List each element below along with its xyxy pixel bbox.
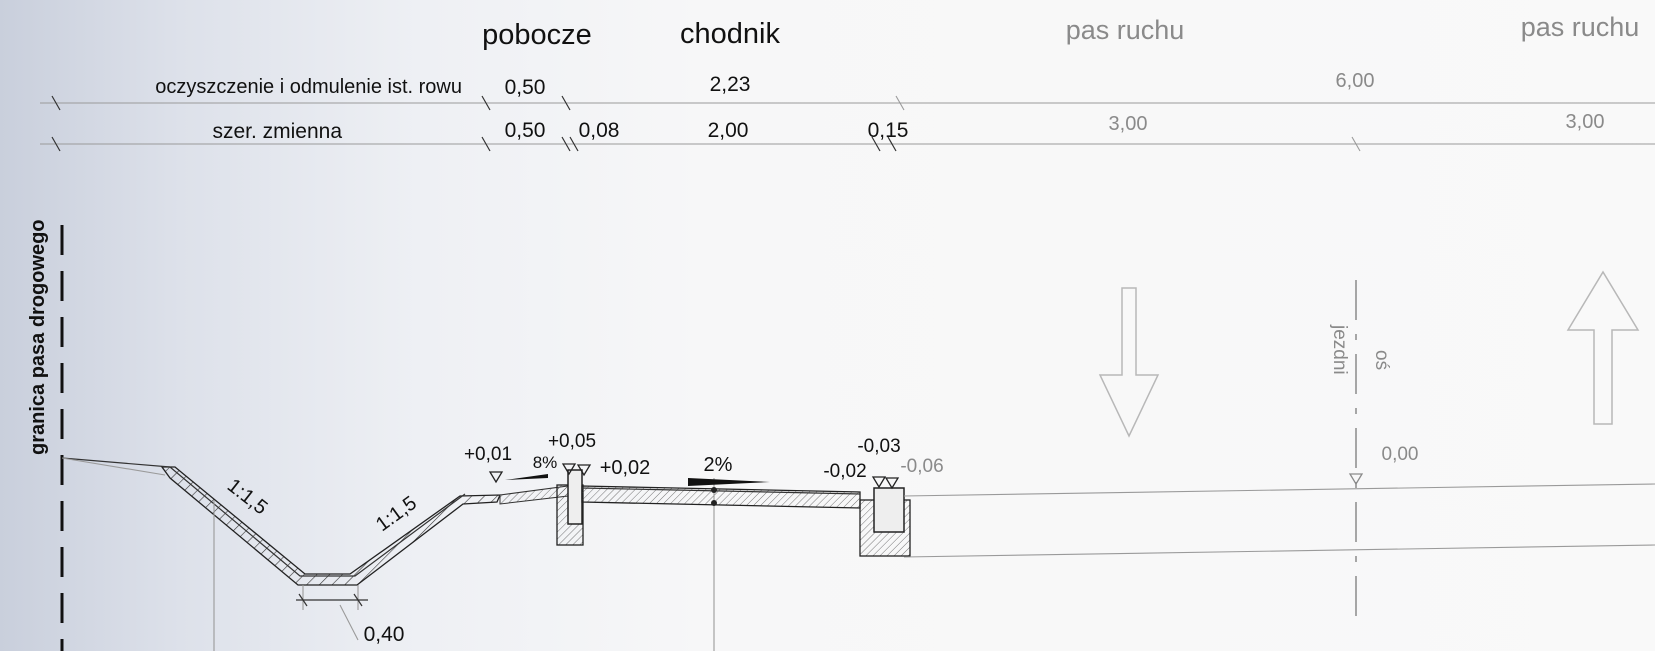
sidewalk-center-dot	[711, 500, 717, 506]
level-marker-icon	[561, 463, 577, 476]
level-marker-icon	[1348, 473, 1364, 486]
row1-value-pobocze: 0,50	[505, 76, 546, 99]
header-chodnik: chodnik	[680, 18, 780, 50]
level-label-plus002: +0,02	[600, 457, 651, 479]
roadway-surface	[903, 483, 1655, 497]
sidewalk-surface	[581, 487, 861, 495]
road-axis-label-jezdni: jezdni	[1329, 324, 1350, 375]
slope-label-8pct: 8%	[533, 453, 558, 472]
dimension-tick	[51, 95, 61, 111]
row1-value-chodnik: 2,23	[710, 73, 751, 96]
row2-value-1: 0,50	[505, 119, 546, 142]
sidewalk-center-dot	[711, 487, 717, 493]
dimension-tick	[871, 136, 881, 152]
slope-arrow-2-icon	[688, 478, 770, 486]
dimension-tick	[481, 95, 491, 111]
ditch-hatched-layer	[160, 466, 501, 586]
dimension-tick	[1351, 136, 1361, 152]
row2-value-2: 0,08	[579, 119, 620, 142]
dimension-tick	[895, 95, 905, 111]
header-pobocze: pobocze	[482, 19, 592, 51]
header-pas-ruchu-left: pas ruchu	[1066, 15, 1185, 45]
level-marker-icon	[576, 464, 592, 477]
header-pas-ruchu-right: pas ruchu	[1521, 12, 1640, 42]
level-label-minus003: -0,03	[857, 436, 900, 457]
road-axis-label-os: oś	[1371, 350, 1392, 370]
row1-label: oczyszczenie i odmulenie ist. rowu	[155, 76, 462, 98]
lane-arrow-down-icon	[1098, 287, 1160, 438]
road-boundary-label: granica pasa drogowego	[27, 219, 49, 455]
existing-ground-line	[61, 457, 466, 577]
slope-arrow-8-icon	[505, 474, 548, 480]
level-label-plus001: +0,01	[464, 444, 512, 465]
dimension-tick	[298, 593, 308, 607]
row2-value-6: 3,00	[1566, 111, 1605, 133]
dimension-tick	[561, 95, 571, 111]
row1-value-jezdnia: 6,00	[1336, 70, 1375, 92]
dimension-tick	[481, 136, 491, 152]
dimension-tick	[51, 136, 61, 152]
row2-value-5: 3,00	[1109, 113, 1148, 135]
row2-value-3: 2,00	[708, 119, 749, 142]
ditch-width-label: 0,40	[364, 623, 405, 646]
level-marker-icon	[884, 477, 900, 490]
dimension-tick	[569, 136, 579, 152]
road-curb	[873, 487, 905, 533]
level-marker-icon	[488, 471, 504, 484]
roadway-base	[903, 544, 1655, 558]
dimension-tick	[887, 136, 897, 152]
lane-arrow-up-icon	[1566, 270, 1640, 425]
level-label-zero: 0,00	[1382, 444, 1419, 465]
level-label-plus005: +0,05	[548, 431, 596, 452]
terrain-faint-line	[61, 457, 166, 476]
level-label-minus006: -0,06	[900, 456, 943, 477]
row2-value-4: 0,15	[868, 119, 909, 142]
level-marker-icon	[871, 476, 887, 489]
row2-label: szer. zmienna	[212, 120, 342, 143]
level-label-minus002: -0,02	[823, 461, 866, 482]
dimension-tick	[353, 593, 363, 607]
slope-label-2pct: 2%	[704, 454, 733, 476]
edge-curb	[567, 469, 583, 525]
dimension-tick	[561, 136, 571, 152]
ditch-leader-line	[339, 604, 359, 641]
